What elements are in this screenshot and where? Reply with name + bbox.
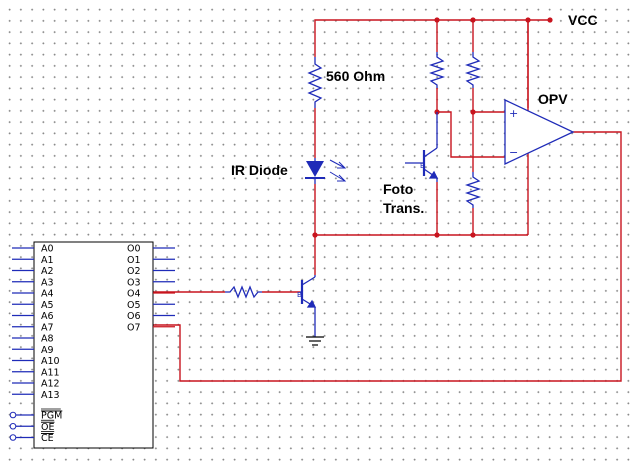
eprom-pin-label: PGM [41, 411, 62, 422]
q1-emitter-arrow [306, 299, 317, 308]
arrow-line [329, 171, 346, 182]
arrow-line [329, 159, 346, 169]
eprom-pin-label: O2 [127, 266, 141, 277]
resistor-r4 [464, 172, 482, 208]
eprom-pin-label: A8 [41, 334, 54, 345]
opamp-minus-sign: − [509, 146, 518, 159]
components [225, 52, 482, 299]
eprom-pin-label: OE [41, 422, 54, 433]
eprom-pin-label: O4 [127, 289, 141, 300]
resistor-base [225, 285, 262, 299]
pt-emitter-arrow [428, 170, 439, 179]
eprom-pin-label: O7 [127, 322, 141, 333]
pt-base-label: B [420, 162, 425, 170]
pt-collector [423, 147, 438, 158]
wire-r2-minus [437, 111, 505, 158]
eprom-pin-label: CE [41, 433, 54, 444]
eprom-pin-label: A7 [41, 322, 54, 333]
junction-dot [525, 17, 531, 23]
eprom-pin-label: A6 [41, 311, 54, 322]
ir-diode-label: IR Diode [231, 162, 288, 178]
resistor-r2 [428, 52, 446, 88]
arrow-head [337, 161, 347, 169]
ir-diode [305, 158, 347, 184]
eprom-pin-label: O3 [127, 277, 141, 288]
junction-dot [470, 232, 476, 238]
eprom-pin-label: A9 [41, 345, 54, 356]
opamp-triangle [504, 98, 575, 166]
eprom-pin-bubble [9, 422, 17, 430]
eprom-pin-label: A5 [41, 300, 54, 311]
vcc-rail [314, 19, 550, 57]
junction-dot [470, 17, 476, 23]
junction-dot [312, 232, 318, 238]
phototransistor-label-2: Trans. [383, 200, 424, 216]
junction-dot [434, 17, 440, 23]
emission-arrows [329, 159, 347, 182]
eprom-pin-label: A1 [41, 255, 54, 266]
eprom-pin-label: A0 [41, 244, 54, 255]
arrow-head [337, 174, 347, 182]
eprom-pin-label: O1 [127, 255, 141, 266]
junctions [312, 17, 553, 238]
phototransistor [405, 112, 439, 182]
eprom-pin-label: A10 [41, 356, 60, 367]
opamp: + − [504, 98, 575, 166]
eprom-pin-label: A12 [41, 379, 60, 390]
opamp-label: OPV [538, 91, 568, 107]
junction-dot [434, 232, 440, 238]
vcc-label: VCC [568, 12, 598, 28]
eprom-pin-label: A4 [41, 289, 54, 300]
eprom-body [33, 241, 154, 449]
eprom-pin-label: O5 [127, 300, 141, 311]
resistor-r3 [464, 52, 482, 88]
eprom-pin-label: A11 [41, 367, 60, 378]
junction-dot [470, 109, 476, 115]
phototransistor-label-1: Foto [383, 181, 413, 197]
eprom-pin-label: O6 [127, 311, 141, 322]
eprom-pin-label: A2 [41, 266, 54, 277]
resistor-label: 560 Ohm [326, 68, 385, 84]
eprom-pin-label: O0 [127, 244, 141, 255]
ground-icon [306, 336, 324, 346]
ir-diode-body [306, 161, 324, 177]
wire-output [153, 131, 622, 382]
resistor-560 [307, 57, 323, 108]
q1-base-label: B [297, 291, 302, 299]
eprom-pin-bubble [9, 411, 17, 419]
q1-collector [301, 276, 316, 286]
opamp-plus-sign: + [509, 107, 518, 120]
npn-transistor [300, 275, 317, 337]
junction-dot [547, 17, 553, 23]
eprom-pin-bubble [9, 434, 17, 441]
eprom-pin-label: A3 [41, 277, 54, 288]
eprom-pin-label: A13 [41, 390, 60, 401]
